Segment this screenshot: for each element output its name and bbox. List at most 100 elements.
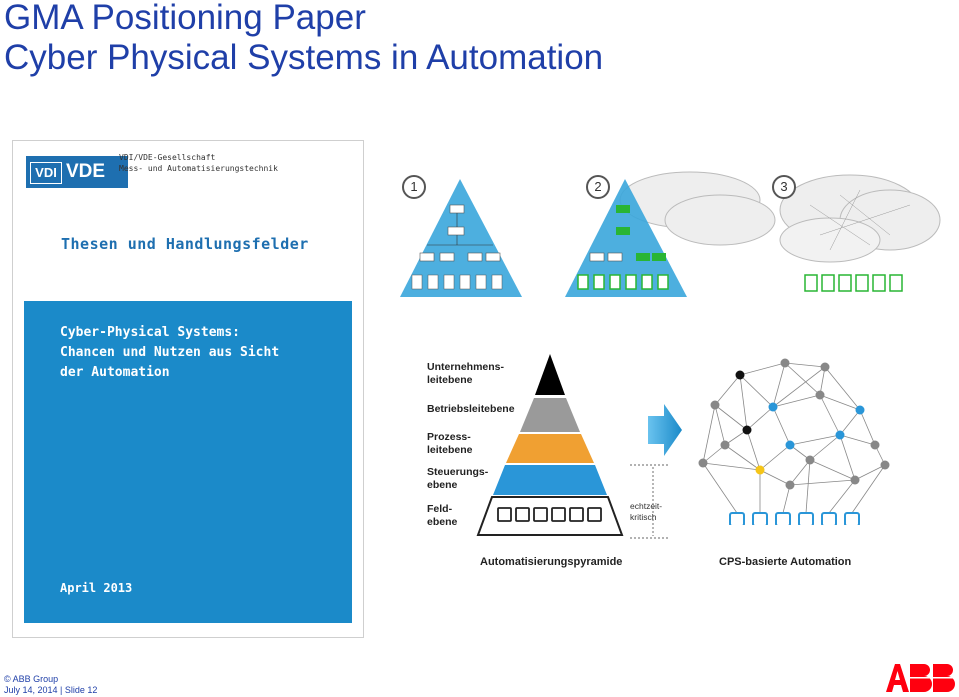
- network-node: [850, 475, 860, 485]
- network-node: [710, 400, 720, 410]
- step-number-3: 3: [772, 175, 796, 199]
- network-device: [729, 512, 745, 525]
- label-enterprise-line2: leitebene: [427, 374, 473, 386]
- label-field-line1: Feld-: [427, 503, 453, 515]
- label-enterprise-level: Unternehmens- leitebene: [427, 361, 504, 387]
- pyramid-level-operations: [520, 398, 580, 432]
- cps-caption: CPS-basierte Automation: [719, 556, 852, 568]
- automation-pyramid: [476, 354, 670, 539]
- network-link: [824, 366, 861, 411]
- cover-sub-line-3: der Automation: [60, 365, 170, 380]
- network-device: [752, 512, 768, 525]
- network-device: [798, 512, 814, 525]
- abb-logo: [886, 664, 956, 692]
- vdi-logo: VDI: [30, 162, 62, 184]
- label-process-line1: Prozess-: [427, 431, 471, 443]
- network-link: [739, 374, 774, 408]
- network-link: [746, 429, 761, 471]
- network-device: [844, 512, 860, 525]
- footer: © ABB Group July 14, 2014 | Slide 12: [4, 674, 97, 696]
- network-link: [839, 409, 861, 436]
- network-node: [880, 460, 890, 470]
- label-control-level: Steuerungs- ebene: [427, 466, 488, 492]
- network-link: [789, 459, 811, 486]
- network-link: [772, 406, 791, 446]
- network-link: [851, 464, 886, 514]
- network-link: [789, 479, 856, 486]
- network-node: [805, 455, 815, 465]
- network-device: [821, 512, 837, 525]
- network-link: [784, 362, 826, 368]
- network-link: [784, 362, 821, 396]
- network-node: [870, 440, 880, 450]
- cover-subtitle: Cyber-Physical Systems: Chancen und Nutz…: [60, 323, 340, 383]
- label-enterprise-line1: Unternehmens-: [427, 361, 505, 373]
- cover-sub-line-1: Cyber-Physical Systems:: [60, 325, 241, 340]
- slide-info: July 14, 2014 | Slide 12: [4, 685, 98, 695]
- realtime-line2: kritisch: [630, 512, 657, 522]
- network-link: [828, 479, 856, 514]
- label-operations-level: Betriebsleitebene: [427, 403, 515, 415]
- network-link: [714, 404, 748, 431]
- cover-heading: Thesen und Handlungsfelder: [61, 235, 309, 253]
- title-line-1: GMA Positioning Paper: [4, 0, 366, 37]
- network-link: [759, 444, 791, 471]
- network-link: [739, 362, 786, 376]
- network-link: [759, 469, 791, 486]
- network-link: [819, 394, 861, 411]
- label-control-line2: ebene: [427, 479, 458, 491]
- network-node: [785, 440, 795, 450]
- network-link: [809, 434, 841, 461]
- cps-network: [698, 358, 890, 525]
- network-link: [714, 404, 726, 446]
- pyramid-level-field: [476, 496, 624, 536]
- network-node: [835, 430, 845, 440]
- network-link: [772, 394, 821, 408]
- network-link: [739, 374, 748, 431]
- network-node: [780, 358, 790, 368]
- network-link: [702, 462, 738, 514]
- diagram-3-cloud: [779, 174, 941, 292]
- network-link: [782, 484, 791, 514]
- paper-cover: VDI VDE VDI/VDE-Gesellschaft Mess- und A…: [12, 140, 364, 638]
- evolution-diagrams-svg: [400, 171, 941, 297]
- network-node: [815, 390, 825, 400]
- network-link: [702, 404, 716, 464]
- pyramid-level-process: [506, 434, 594, 463]
- vde-logo: VDE: [66, 161, 106, 182]
- network-node: [768, 402, 778, 412]
- pyramid-level-control: [493, 465, 607, 495]
- network-node: [785, 480, 795, 490]
- copyright: © ABB Group: [4, 674, 59, 684]
- title-line-2: Cyber Physical Systems in Automation: [4, 38, 604, 77]
- network-node: [820, 362, 830, 372]
- label-process-line2: leitebene: [427, 444, 473, 456]
- network-link: [714, 374, 741, 406]
- cover-date: April 2013: [60, 581, 133, 595]
- network-node: [698, 458, 708, 468]
- pyramid-caption: Automatisierungspyramide: [480, 556, 623, 568]
- network-link: [772, 362, 786, 408]
- label-process-level: Prozess- leitebene: [427, 431, 473, 457]
- diagram-2-pyramid-cloud: [565, 171, 776, 297]
- network-link: [746, 406, 774, 431]
- field-devices: [497, 507, 602, 522]
- realtime-bracket: [630, 464, 670, 539]
- network-node: [855, 405, 865, 415]
- network-link: [805, 459, 811, 514]
- realtime-line1: echtzeit-: [630, 501, 663, 511]
- diagram-1-pyramid: [400, 179, 522, 297]
- cover-blue-panel: Cyber-Physical Systems: Chancen und Nutz…: [24, 301, 352, 623]
- slide-title: GMA Positioning Paper Cyber Physical Sys…: [4, 0, 603, 78]
- network-link: [809, 459, 856, 481]
- org-line-2: Mess- und Automatisierungstechnik: [119, 164, 278, 173]
- realtime-critical-label: echtzeit- kritisch: [630, 501, 662, 523]
- step-number-2: 2: [586, 175, 610, 199]
- cover-sub-line-2: Chancen und Nutzen aus Sicht: [60, 345, 280, 360]
- organization-name: VDI/VDE-Gesellschaft Mess- und Automatis…: [119, 152, 278, 174]
- label-field-line2: ebene: [427, 516, 458, 528]
- network-link: [772, 366, 826, 408]
- org-line-1: VDI/VDE-Gesellschaft: [119, 153, 216, 162]
- network-link: [819, 366, 826, 396]
- network-link: [702, 462, 761, 471]
